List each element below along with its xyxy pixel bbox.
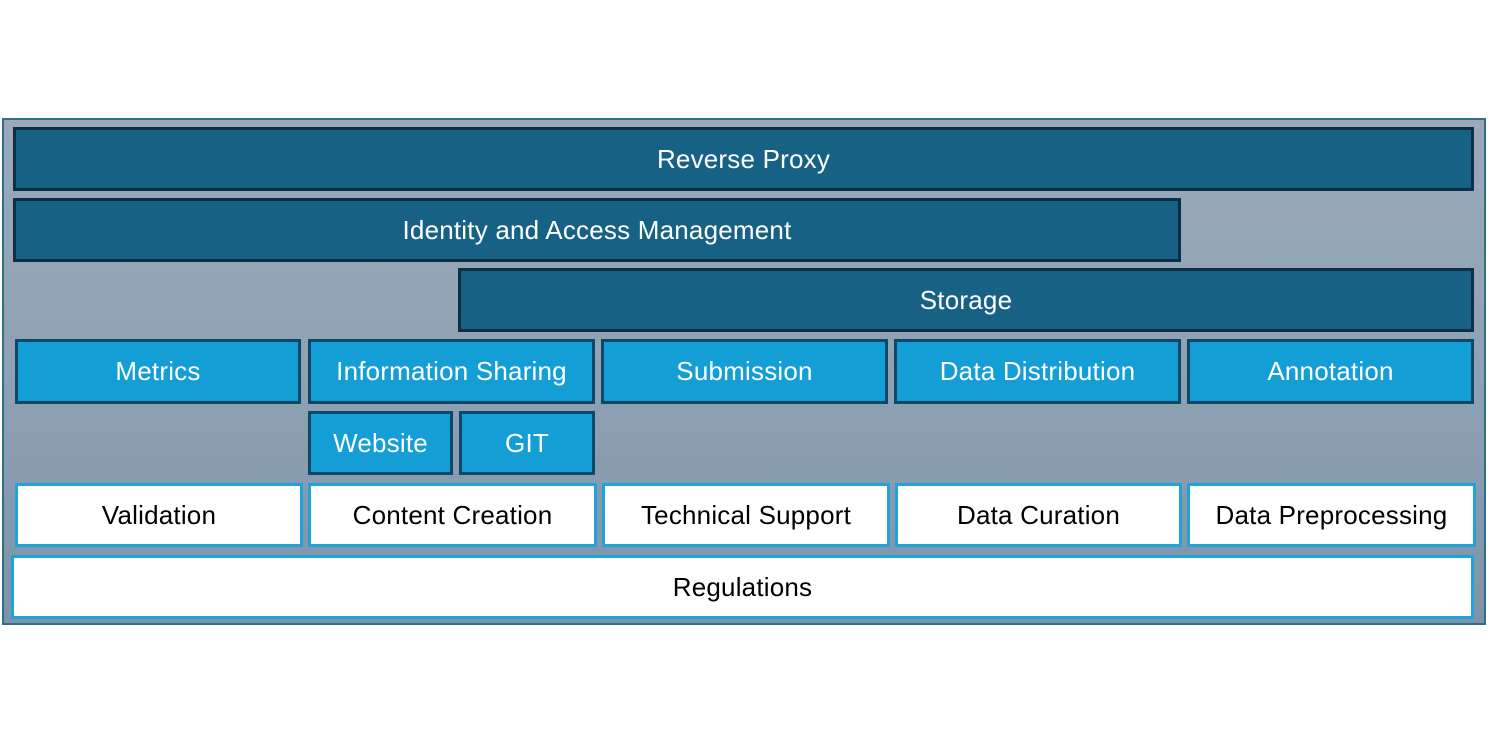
regulations-block: Regulations — [11, 555, 1474, 619]
reverse-proxy-label: Reverse Proxy — [656, 143, 831, 174]
submission-label: Submission — [676, 356, 813, 386]
information-sharing-block: Information Sharing — [308, 339, 595, 404]
website-block: Website — [308, 411, 453, 475]
storage-label: Storage — [919, 284, 1013, 315]
storage-block: Storage — [458, 268, 1474, 332]
validation-block: Validation — [15, 483, 303, 547]
information-sharing-label: Information Sharing — [336, 356, 567, 386]
annotation-block: Annotation — [1187, 339, 1474, 404]
data-distribution-label: Data Distribution — [939, 356, 1136, 386]
data-preprocessing-block: Data Preprocessing — [1187, 483, 1476, 547]
data-distribution-block: Data Distribution — [894, 339, 1181, 404]
git-label: GIT — [505, 427, 549, 458]
annotation-label: Annotation — [1267, 356, 1394, 386]
regulations-label: Regulations — [672, 571, 813, 602]
identity-access-block: Identity and Access Management — [13, 198, 1181, 262]
website-label: Website — [333, 427, 428, 458]
identity-access-label: Identity and Access Management — [402, 214, 792, 245]
data-curation-block: Data Curation — [895, 483, 1182, 547]
validation-label: Validation — [101, 499, 217, 530]
data-preprocessing-label: Data Preprocessing — [1215, 499, 1448, 530]
technical-support-block: Technical Support — [602, 483, 890, 547]
submission-block: Submission — [601, 339, 888, 404]
technical-support-label: Technical Support — [640, 499, 852, 530]
git-block: GIT — [459, 411, 595, 475]
content-creation-label: Content Creation — [352, 499, 553, 530]
data-curation-label: Data Curation — [956, 499, 1121, 530]
metrics-label: Metrics — [115, 356, 201, 386]
content-creation-block: Content Creation — [308, 483, 597, 547]
reverse-proxy-block: Reverse Proxy — [13, 127, 1474, 191]
metrics-block: Metrics — [15, 339, 301, 404]
